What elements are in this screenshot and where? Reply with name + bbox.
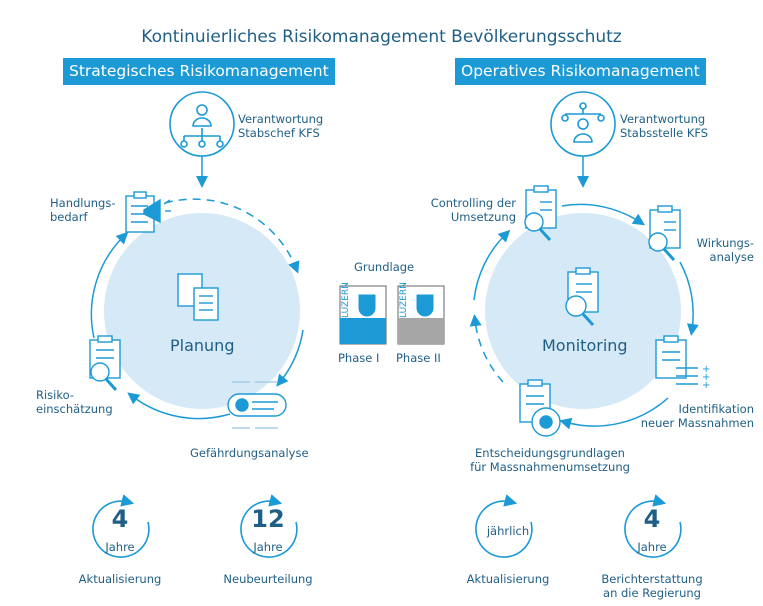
diagram-title: Kontinuierliches Risikomanagement Bevölk… (141, 27, 622, 47)
org-chart-icon-left (169, 91, 235, 157)
clipboard-magnifier-icon-controlling (524, 185, 557, 242)
clipboard-chart-icon (648, 205, 681, 262)
step-handlungsbedarf: Handlungs-bedarf (50, 196, 116, 224)
clipboard-list-plus-icon: + + + (655, 335, 710, 391)
monitoring-label: Monitoring (542, 336, 628, 355)
cycle-badge-4 (624, 494, 682, 558)
cycle-3-label: Aktualisierung (466, 572, 550, 586)
svg-text:+: + (702, 380, 710, 391)
planning-label: Planung (170, 336, 235, 355)
grundlage-heading: Grundlage (354, 260, 415, 274)
clipboard-magnifier-icon-monitoring (565, 267, 599, 327)
cycle-2-label: Neubeurteilung (223, 572, 313, 586)
org-chart-icon-right (550, 91, 616, 157)
cycle-1-label: Aktualisierung (78, 572, 162, 586)
cycle-1-number: 4 (111, 505, 129, 533)
banner-strategic: Strategisches Risikomanagement (63, 58, 335, 85)
clipboard-magnifier-icon-left (89, 335, 121, 392)
document-phase-1: LUZERN (339, 282, 387, 345)
phase2-label: Phase II (396, 351, 441, 365)
step-risiko: Risiko-einschätzung (36, 388, 113, 416)
svg-text:+: + (702, 364, 710, 375)
cycle-2-number: 12 (251, 505, 285, 533)
clipboard-megaphone-icon (125, 191, 171, 233)
arrow-right-left (276, 329, 304, 387)
document-phase-2: LUZERN (397, 282, 445, 345)
step-gefaehrdung: Gefährdungsanalyse (190, 446, 309, 460)
banner-operative: Operatives Risikomanagement (455, 58, 706, 85)
cycle-badge-2 (240, 494, 298, 558)
svg-text:LUZERN: LUZERN (399, 282, 409, 318)
cycle-badge-1 (92, 494, 150, 558)
cycle-4-number: 4 (643, 505, 661, 533)
documents-icon (177, 273, 219, 321)
arrow-dashed-top-left (164, 198, 300, 274)
cycle-2-unit: Jahre (253, 540, 283, 554)
arrow-bottom-left (127, 392, 231, 420)
hazard-list-icon (227, 381, 287, 429)
svg-text:LUZERN: LUZERN (341, 282, 351, 318)
cycle-badge-3 (475, 494, 533, 558)
arrow-left-left (90, 231, 129, 339)
cycle-3-unit: jährlich (486, 524, 530, 538)
phase1-label: Phase I (338, 351, 380, 365)
cycle-4-unit: Jahre (637, 540, 667, 554)
svg-text:+: + (702, 372, 710, 383)
cycle-1-unit: Jahre (105, 540, 135, 554)
step-wirkung: Wirkungs-analyse (696, 236, 754, 264)
clipboard-gear-icon (519, 379, 561, 437)
